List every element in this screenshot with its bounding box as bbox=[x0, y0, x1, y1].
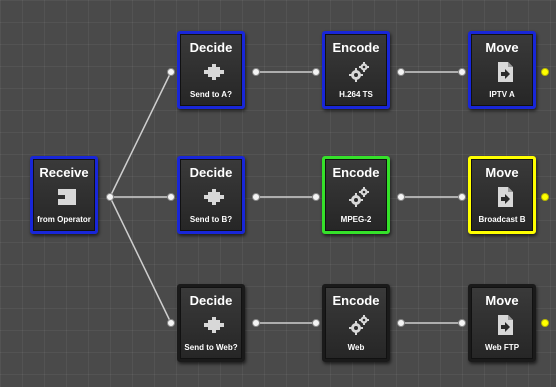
link-receive-decide-a bbox=[109, 71, 172, 198]
node-move-b[interactable]: Move Broadcast B bbox=[468, 156, 536, 234]
output-port[interactable] bbox=[541, 193, 549, 201]
node-label: MPEG-2 bbox=[340, 215, 372, 224]
node-label: H.264 TS bbox=[339, 90, 373, 99]
node-label: Web FTP bbox=[484, 343, 520, 352]
node-title: Decide bbox=[189, 40, 233, 55]
output-port[interactable] bbox=[541, 319, 549, 327]
node-title: Decide bbox=[189, 293, 233, 308]
node-label: Web bbox=[347, 343, 365, 352]
node-label: Send to Web? bbox=[184, 343, 238, 352]
link-receive-decide-web bbox=[109, 196, 172, 324]
node-encode-web[interactable]: Encode Web bbox=[322, 284, 390, 362]
node-title: Move bbox=[485, 293, 519, 308]
input-port[interactable] bbox=[458, 68, 466, 76]
input-port[interactable] bbox=[458, 319, 466, 327]
node-move-a[interactable]: Move IPTV A bbox=[468, 31, 536, 109]
node-decide-web[interactable]: Decide Send to Web? bbox=[177, 284, 245, 362]
node-title: Receive bbox=[39, 165, 89, 180]
puzzle-icon bbox=[204, 317, 224, 333]
node-decide-a[interactable]: Decide Send to A? bbox=[177, 31, 245, 109]
puzzle-icon bbox=[204, 64, 224, 80]
node-title: Move bbox=[485, 165, 519, 180]
receive-icon bbox=[58, 189, 76, 205]
input-port[interactable] bbox=[167, 193, 175, 201]
input-port[interactable] bbox=[167, 68, 175, 76]
input-port[interactable] bbox=[458, 193, 466, 201]
node-label: from Operator bbox=[37, 215, 91, 224]
node-encode-a[interactable]: Encode H.264 TS bbox=[322, 31, 390, 109]
output-port[interactable] bbox=[397, 68, 405, 76]
gears-icon bbox=[349, 187, 369, 207]
output-port[interactable] bbox=[252, 68, 260, 76]
node-label: Send to B? bbox=[189, 215, 233, 224]
gears-icon bbox=[349, 315, 369, 335]
node-title: Encode bbox=[332, 40, 380, 55]
node-label: Send to A? bbox=[190, 90, 232, 99]
output-port[interactable] bbox=[106, 193, 114, 201]
input-port[interactable] bbox=[312, 319, 320, 327]
output-port[interactable] bbox=[541, 68, 549, 76]
node-title: Decide bbox=[189, 165, 233, 180]
move-file-icon bbox=[498, 315, 513, 335]
gears-icon bbox=[349, 62, 369, 82]
output-port[interactable] bbox=[397, 193, 405, 201]
output-port[interactable] bbox=[252, 193, 260, 201]
node-label: Broadcast B bbox=[478, 215, 526, 224]
output-port[interactable] bbox=[397, 319, 405, 327]
input-port[interactable] bbox=[312, 68, 320, 76]
node-title: Encode bbox=[332, 165, 380, 180]
node-encode-b[interactable]: Encode MPEG-2 bbox=[322, 156, 390, 234]
move-file-icon bbox=[498, 62, 513, 82]
node-receive[interactable]: Receive from Operator bbox=[30, 156, 98, 234]
output-port[interactable] bbox=[252, 319, 260, 327]
input-port[interactable] bbox=[312, 193, 320, 201]
puzzle-icon bbox=[204, 189, 224, 205]
node-decide-b[interactable]: Decide Send to B? bbox=[177, 156, 245, 234]
move-file-icon bbox=[498, 187, 513, 207]
node-title: Move bbox=[485, 40, 519, 55]
input-port[interactable] bbox=[167, 319, 175, 327]
node-move-web[interactable]: Move Web FTP bbox=[468, 284, 536, 362]
node-label: IPTV A bbox=[489, 90, 515, 99]
node-title: Encode bbox=[332, 293, 380, 308]
